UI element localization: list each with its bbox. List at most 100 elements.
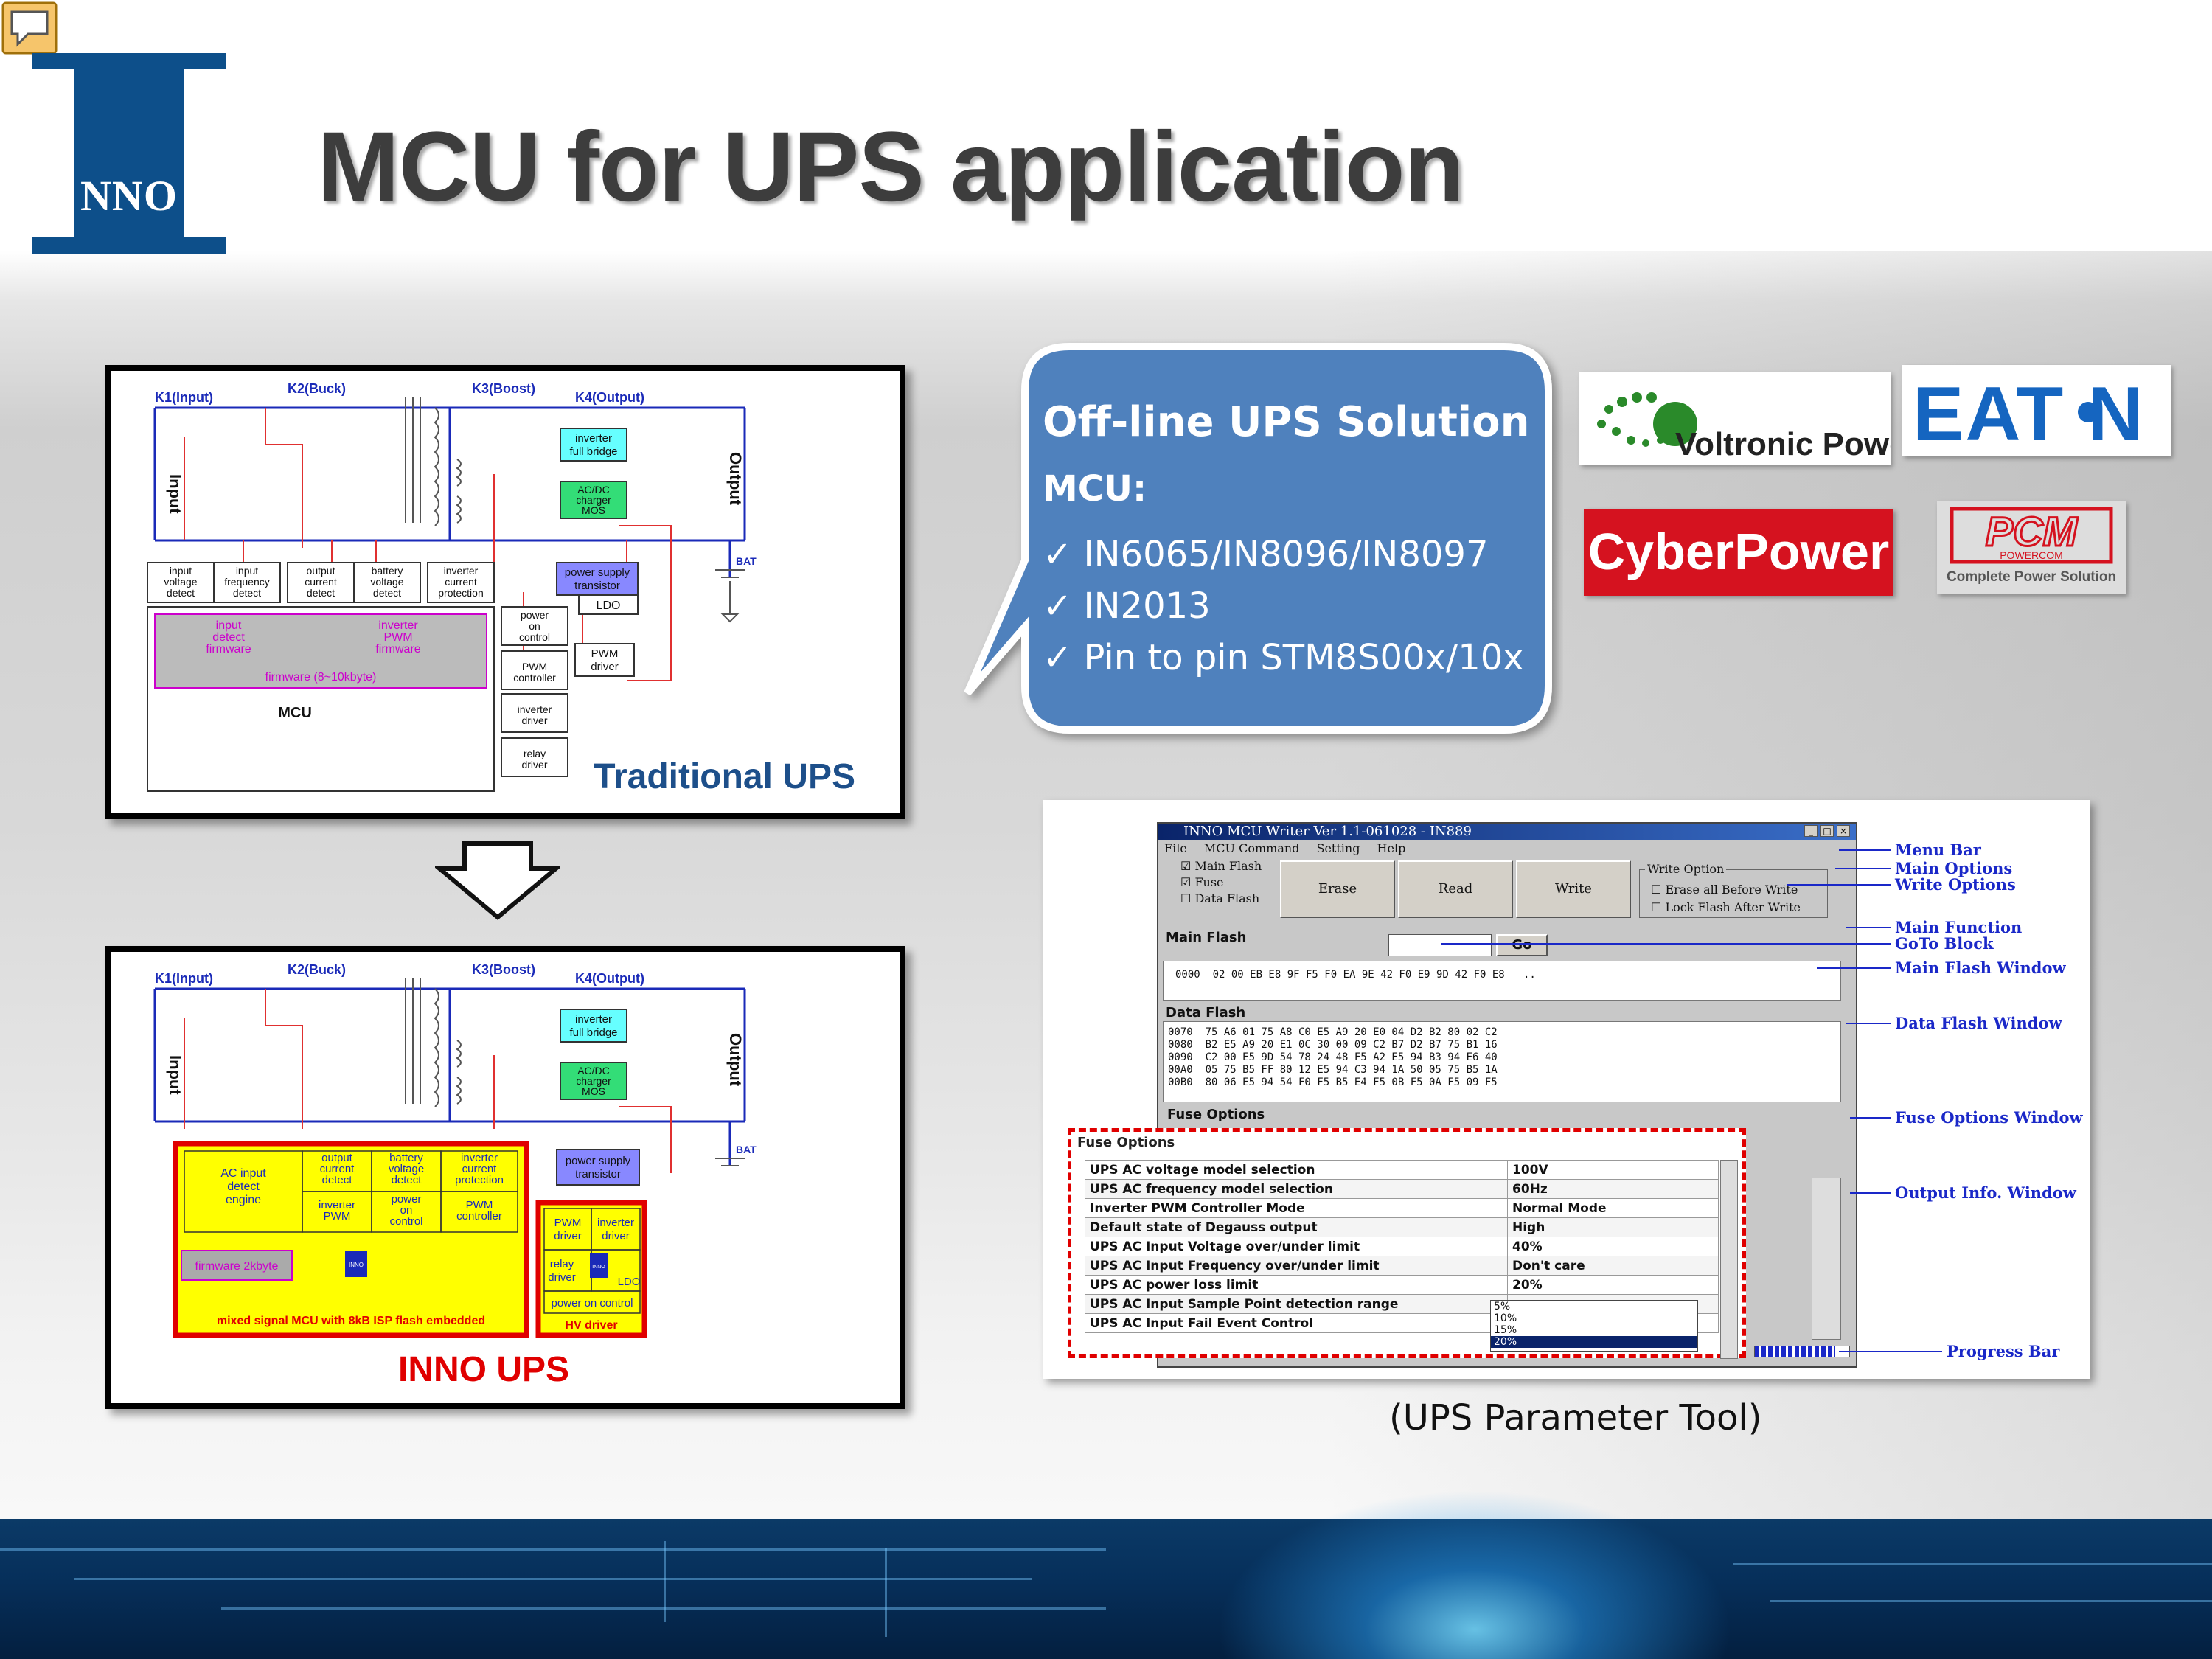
close-button[interactable]: ×: [1837, 825, 1850, 837]
inno-cell-label: PWM: [324, 1210, 351, 1222]
svg-text:Complete Power Solution: Complete Power Solution: [1947, 569, 2116, 585]
detect-block-label: voltage: [370, 576, 403, 588]
svg-text:INNO: INNO: [592, 1265, 605, 1270]
svg-text:PCM: PCM: [1986, 508, 2079, 554]
svg-text:POWERCOM: POWERCOM: [2000, 549, 2063, 561]
erase-button[interactable]: Erase: [1280, 860, 1395, 918]
bullet-item: ✓ Pin to pin STM8S00x/10x: [1043, 637, 1524, 678]
fuse-option-value[interactable]: High: [1507, 1217, 1719, 1237]
fuse-option-value[interactable]: 100V: [1507, 1160, 1719, 1180]
svg-text:inverter: inverter: [597, 1217, 634, 1229]
inno-cell-label: detect: [322, 1174, 353, 1186]
fuse-option-value[interactable]: 60Hz: [1507, 1179, 1719, 1199]
page-title: MCU for UPS application: [317, 112, 1464, 222]
dropdown-option[interactable]: 20%: [1491, 1336, 1697, 1348]
svg-text:AC input: AC input: [220, 1167, 266, 1180]
inno-cell-label: voltage: [389, 1163, 424, 1175]
annotation-line: [1441, 943, 1891, 945]
svg-text:Voltronic Power: Voltronic Power: [1675, 426, 1891, 462]
data-flash-label: Data Flash: [1166, 1005, 1246, 1020]
driver-block-label: driver: [521, 714, 547, 726]
menu-file[interactable]: File: [1164, 841, 1187, 855]
checkbox-lock-flash[interactable]: ☐ Lock Flash After Write: [1651, 900, 1801, 914]
comment-icon[interactable]: [1, 1, 58, 55]
svg-text:detect: detect: [212, 631, 245, 644]
dropdown-option[interactable]: 5%: [1494, 1301, 1511, 1312]
detect-block-label: detect: [167, 587, 195, 599]
svg-text:detect: detect: [227, 1180, 260, 1193]
dropdown-option[interactable]: 15%: [1494, 1324, 1517, 1336]
checkbox-fuse[interactable]: ☑ Fuse: [1180, 875, 1224, 889]
svg-text:inverter: inverter: [575, 1013, 612, 1026]
switch-k2: K2(Buck): [288, 381, 346, 396]
detect-block-label: detect: [233, 587, 261, 599]
inno-cell-label: protection: [455, 1174, 504, 1186]
annotation-label: Fuse Options Window: [1895, 1108, 2083, 1127]
detect-block-label: output: [307, 565, 335, 577]
svg-text:MOS: MOS: [582, 1085, 605, 1097]
annotation-label: Main Options: [1895, 859, 2013, 877]
output-label: Output: [726, 452, 745, 506]
detect-block-label: current: [305, 576, 337, 588]
svg-text:charger: charger: [576, 1075, 611, 1087]
fuse-option-value[interactable]: 20%: [1507, 1275, 1719, 1295]
fuse-options-window: Fuse Options UPS AC voltage model select…: [1068, 1128, 1746, 1359]
write-button[interactable]: Write: [1516, 860, 1631, 918]
data-flash-window[interactable]: 0070 75 A6 01 75 A8 C0 E5 A9 20 E0 04 D2…: [1163, 1021, 1841, 1102]
menu-mcu-command[interactable]: MCU Command: [1203, 841, 1300, 855]
write-option-title: Write Option: [1645, 862, 1727, 876]
go-button[interactable]: Go: [1496, 934, 1548, 956]
svg-text:Output: Output: [726, 1033, 745, 1087]
fuse-options-label: Fuse Options: [1167, 1107, 1265, 1122]
detect-block-label: frequency: [224, 576, 269, 588]
menu-help[interactable]: Help: [1377, 841, 1406, 855]
dropdown-option[interactable]: 10%: [1494, 1312, 1517, 1324]
minimize-button[interactable]: _: [1804, 825, 1818, 837]
fuse-option-value[interactable]: Normal Mode: [1507, 1198, 1719, 1218]
svg-text:power on control: power on control: [552, 1297, 633, 1310]
fuse-option-value[interactable]: 40%: [1507, 1237, 1719, 1256]
traditional-ups-caption: Traditional UPS: [594, 757, 855, 796]
checkbox-main-flash[interactable]: ☑ Main Flash: [1180, 859, 1262, 873]
svg-text:PWM: PWM: [554, 1217, 582, 1229]
output-scrollbar[interactable]: [1812, 1178, 1841, 1340]
driver-blocks: poweroncontrolPWMcontrollerinverterdrive…: [501, 606, 568, 777]
bubble-mcu-label: MCU:: [1043, 468, 1147, 509]
progress-bar: [1754, 1346, 1850, 1357]
annotation-line: [1850, 1192, 1891, 1194]
voltronic-power-logo: Voltronic Power: [1579, 372, 1920, 465]
arrow-down-icon: [435, 841, 560, 920]
fuse-scrollbar[interactable]: [1720, 1160, 1738, 1359]
checkbox-erase-all[interactable]: ☐ Erase all Before Write: [1651, 883, 1798, 897]
checkbox-data-flash[interactable]: ☐ Data Flash: [1180, 891, 1260, 905]
detect-block-label: voltage: [164, 576, 197, 588]
svg-text:firmware 2kbyte: firmware 2kbyte: [195, 1260, 279, 1273]
annotation-label: GoTo Block: [1895, 934, 1994, 953]
annotation-line: [1839, 849, 1891, 851]
circuit-board-footer: [0, 1489, 2212, 1659]
maximize-button[interactable]: □: [1820, 825, 1834, 837]
goto-block-input[interactable]: [1388, 934, 1492, 956]
switch-k3: K3(Boost): [472, 381, 535, 396]
power-loss-dropdown-list[interactable]: 5%10%15%20%: [1490, 1300, 1698, 1352]
detect-block-label: protection: [438, 587, 483, 599]
svg-text:mixed signal MCU with 8kB ISP: mixed signal MCU with 8kB ISP flash embe…: [217, 1315, 485, 1327]
svg-text:PWM: PWM: [383, 631, 412, 644]
driver-block-label: control: [519, 631, 550, 643]
read-button[interactable]: Read: [1398, 860, 1513, 918]
fuse-option-name: UPS AC frequency model selection: [1085, 1179, 1508, 1199]
hex-row: 0070 75 A6 01 75 A8 C0 E5 A9 20 E0 04 D2…: [1168, 1026, 1498, 1038]
fuse-option-name: UPS AC Input Fail Event Control: [1085, 1313, 1508, 1333]
fuse-option-value[interactable]: Don't care: [1507, 1256, 1719, 1276]
inno-cell-label: detect: [392, 1174, 422, 1186]
menu-setting[interactable]: Setting: [1316, 841, 1360, 855]
svg-text:PWM: PWM: [591, 647, 619, 660]
main-flash-window[interactable]: 0000 02 00 EB E8 9F F5 F0 EA 9E 42 F0 E9…: [1163, 961, 1841, 1001]
